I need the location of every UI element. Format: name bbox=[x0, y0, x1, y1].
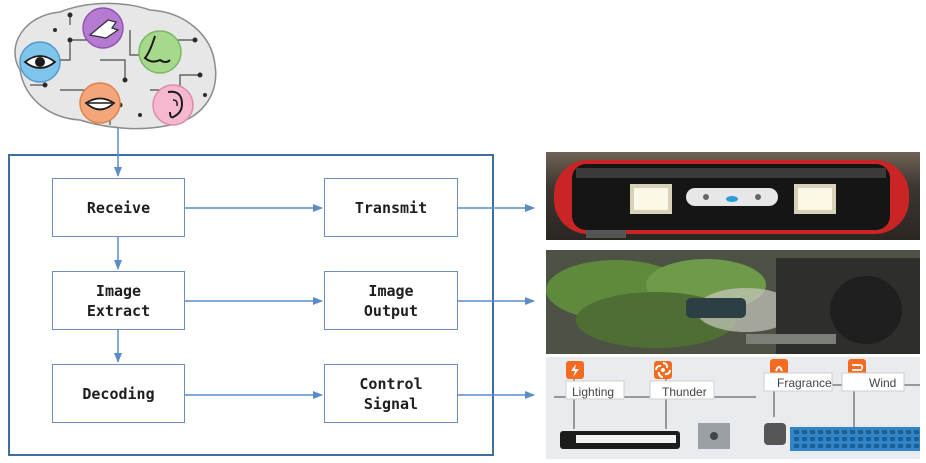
lighting-label: Lighting bbox=[572, 385, 614, 399]
brain-senses-illustration bbox=[0, 0, 230, 135]
wind-fan-array-device bbox=[790, 427, 920, 451]
image-extract-label: Image Extract bbox=[87, 281, 150, 321]
thunder-box-device bbox=[698, 423, 730, 449]
transmitter-device-photo bbox=[546, 152, 920, 240]
decoding-label: Decoding bbox=[82, 384, 154, 404]
image-output-label: Image Output bbox=[364, 281, 418, 321]
effect-devices-photo bbox=[546, 357, 920, 459]
transmit-label: Transmit bbox=[355, 198, 427, 218]
nose-icon bbox=[139, 31, 181, 73]
transmit-box: Transmit bbox=[324, 178, 458, 237]
receive-box: Receive bbox=[52, 178, 185, 237]
immersive-screen-drawing bbox=[546, 250, 920, 354]
eye-icon bbox=[20, 42, 60, 82]
control-signal-box: Control Signal bbox=[324, 364, 458, 423]
decoding-box: Decoding bbox=[52, 364, 185, 423]
fan-icon bbox=[654, 361, 672, 379]
receive-label: Receive bbox=[87, 198, 150, 218]
lightning-icon bbox=[566, 361, 584, 379]
fragrance-label: Fragrance bbox=[777, 376, 832, 390]
image-extract-box: Image Extract bbox=[52, 271, 185, 330]
transmitter-device-drawing bbox=[546, 152, 920, 240]
mouth-icon bbox=[80, 83, 120, 123]
image-output-box: Image Output bbox=[324, 271, 458, 330]
effect-devices-drawing bbox=[546, 357, 920, 459]
lighting-bar-device bbox=[560, 431, 680, 449]
ear-icon bbox=[153, 85, 193, 125]
thunder-label: Thunder bbox=[662, 385, 707, 399]
fragrance-device bbox=[764, 423, 786, 445]
wind-label: Wind bbox=[869, 376, 896, 390]
immersive-screen-photo bbox=[546, 250, 920, 354]
control-signal-label: Control Signal bbox=[359, 374, 422, 414]
hand-icon bbox=[83, 8, 123, 48]
